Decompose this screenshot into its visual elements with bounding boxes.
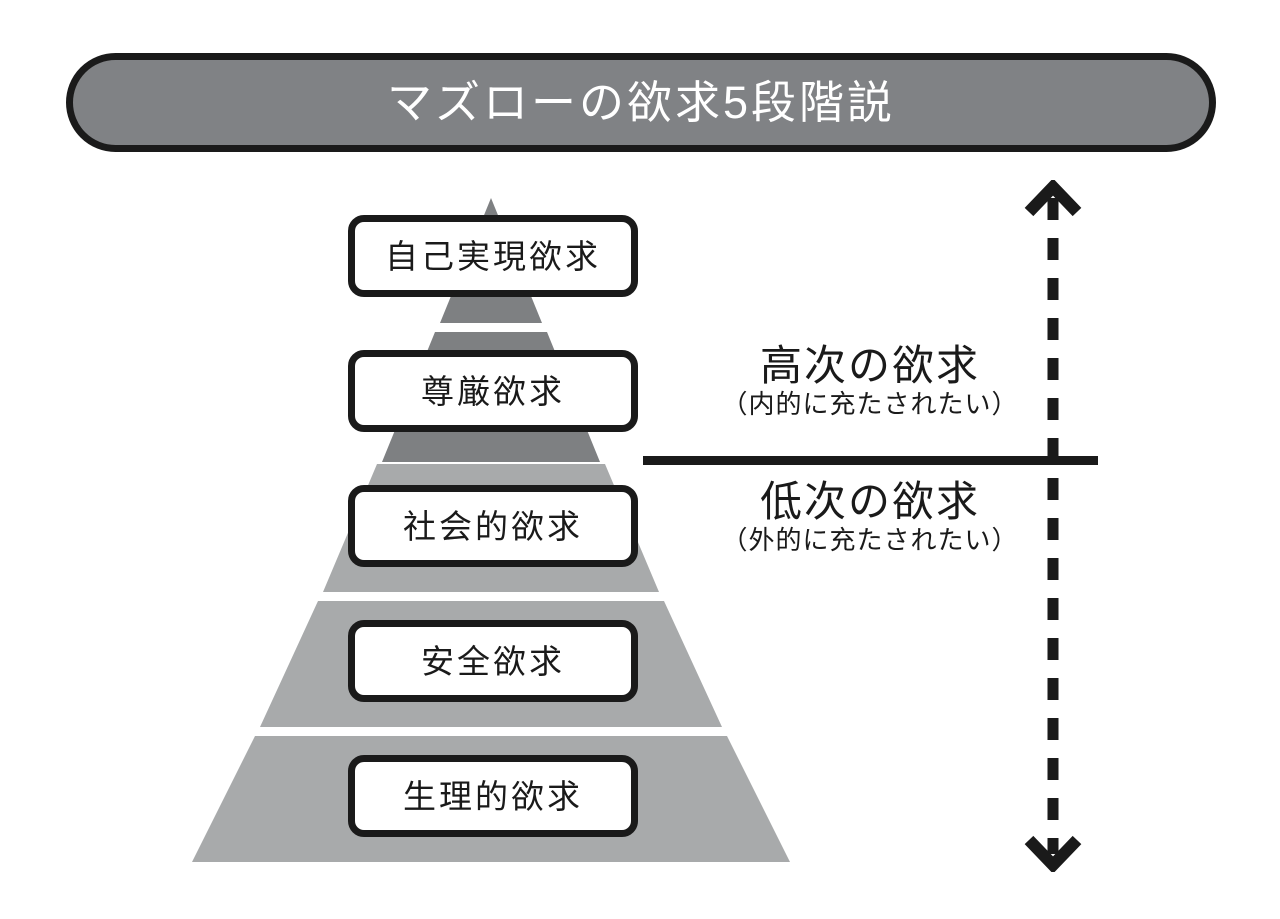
arrow-up-icon — [1024, 180, 1082, 217]
annotation-lower-needs: 低次の欲求 （外的に充たされたい） — [660, 478, 1080, 556]
tier-label-physiological[interactable]: 生理的欲求 — [348, 755, 638, 837]
tier-label-text: 尊厳欲求 — [421, 372, 565, 410]
tier-label-esteem[interactable]: 尊厳欲求 — [348, 350, 638, 432]
annotation-higher-needs: 高次の欲求 （内的に充たされたい） — [660, 342, 1080, 420]
tier-label-safety[interactable]: 安全欲求 — [348, 620, 638, 702]
annotation-higher-needs-title: 高次の欲求 — [759, 342, 980, 389]
arrow-down-icon — [1024, 835, 1082, 872]
annotation-lower-needs-subtitle: （外的に充たされたい） — [721, 525, 1019, 556]
title-banner: マズローの欲求5段階説 — [66, 53, 1216, 152]
needs-hierarchy-axis-arrow — [1024, 180, 1082, 872]
tier-label-text: 安全欲求 — [421, 642, 565, 680]
tier-label-text: 自己実現欲求 — [385, 237, 601, 275]
tier-label-social[interactable]: 社会的欲求 — [348, 485, 638, 567]
annotation-lower-needs-title: 低次の欲求 — [759, 478, 980, 525]
tier-label-text: 社会的欲求 — [403, 507, 583, 545]
higher-lower-divider-line — [643, 456, 1098, 465]
page-title: マズローの欲求5段階説 — [386, 77, 896, 128]
tier-label-text: 生理的欲求 — [403, 777, 583, 815]
tier-label-self-actualization[interactable]: 自己実現欲求 — [348, 215, 638, 297]
annotation-higher-needs-subtitle: （内的に充たされたい） — [721, 389, 1019, 420]
